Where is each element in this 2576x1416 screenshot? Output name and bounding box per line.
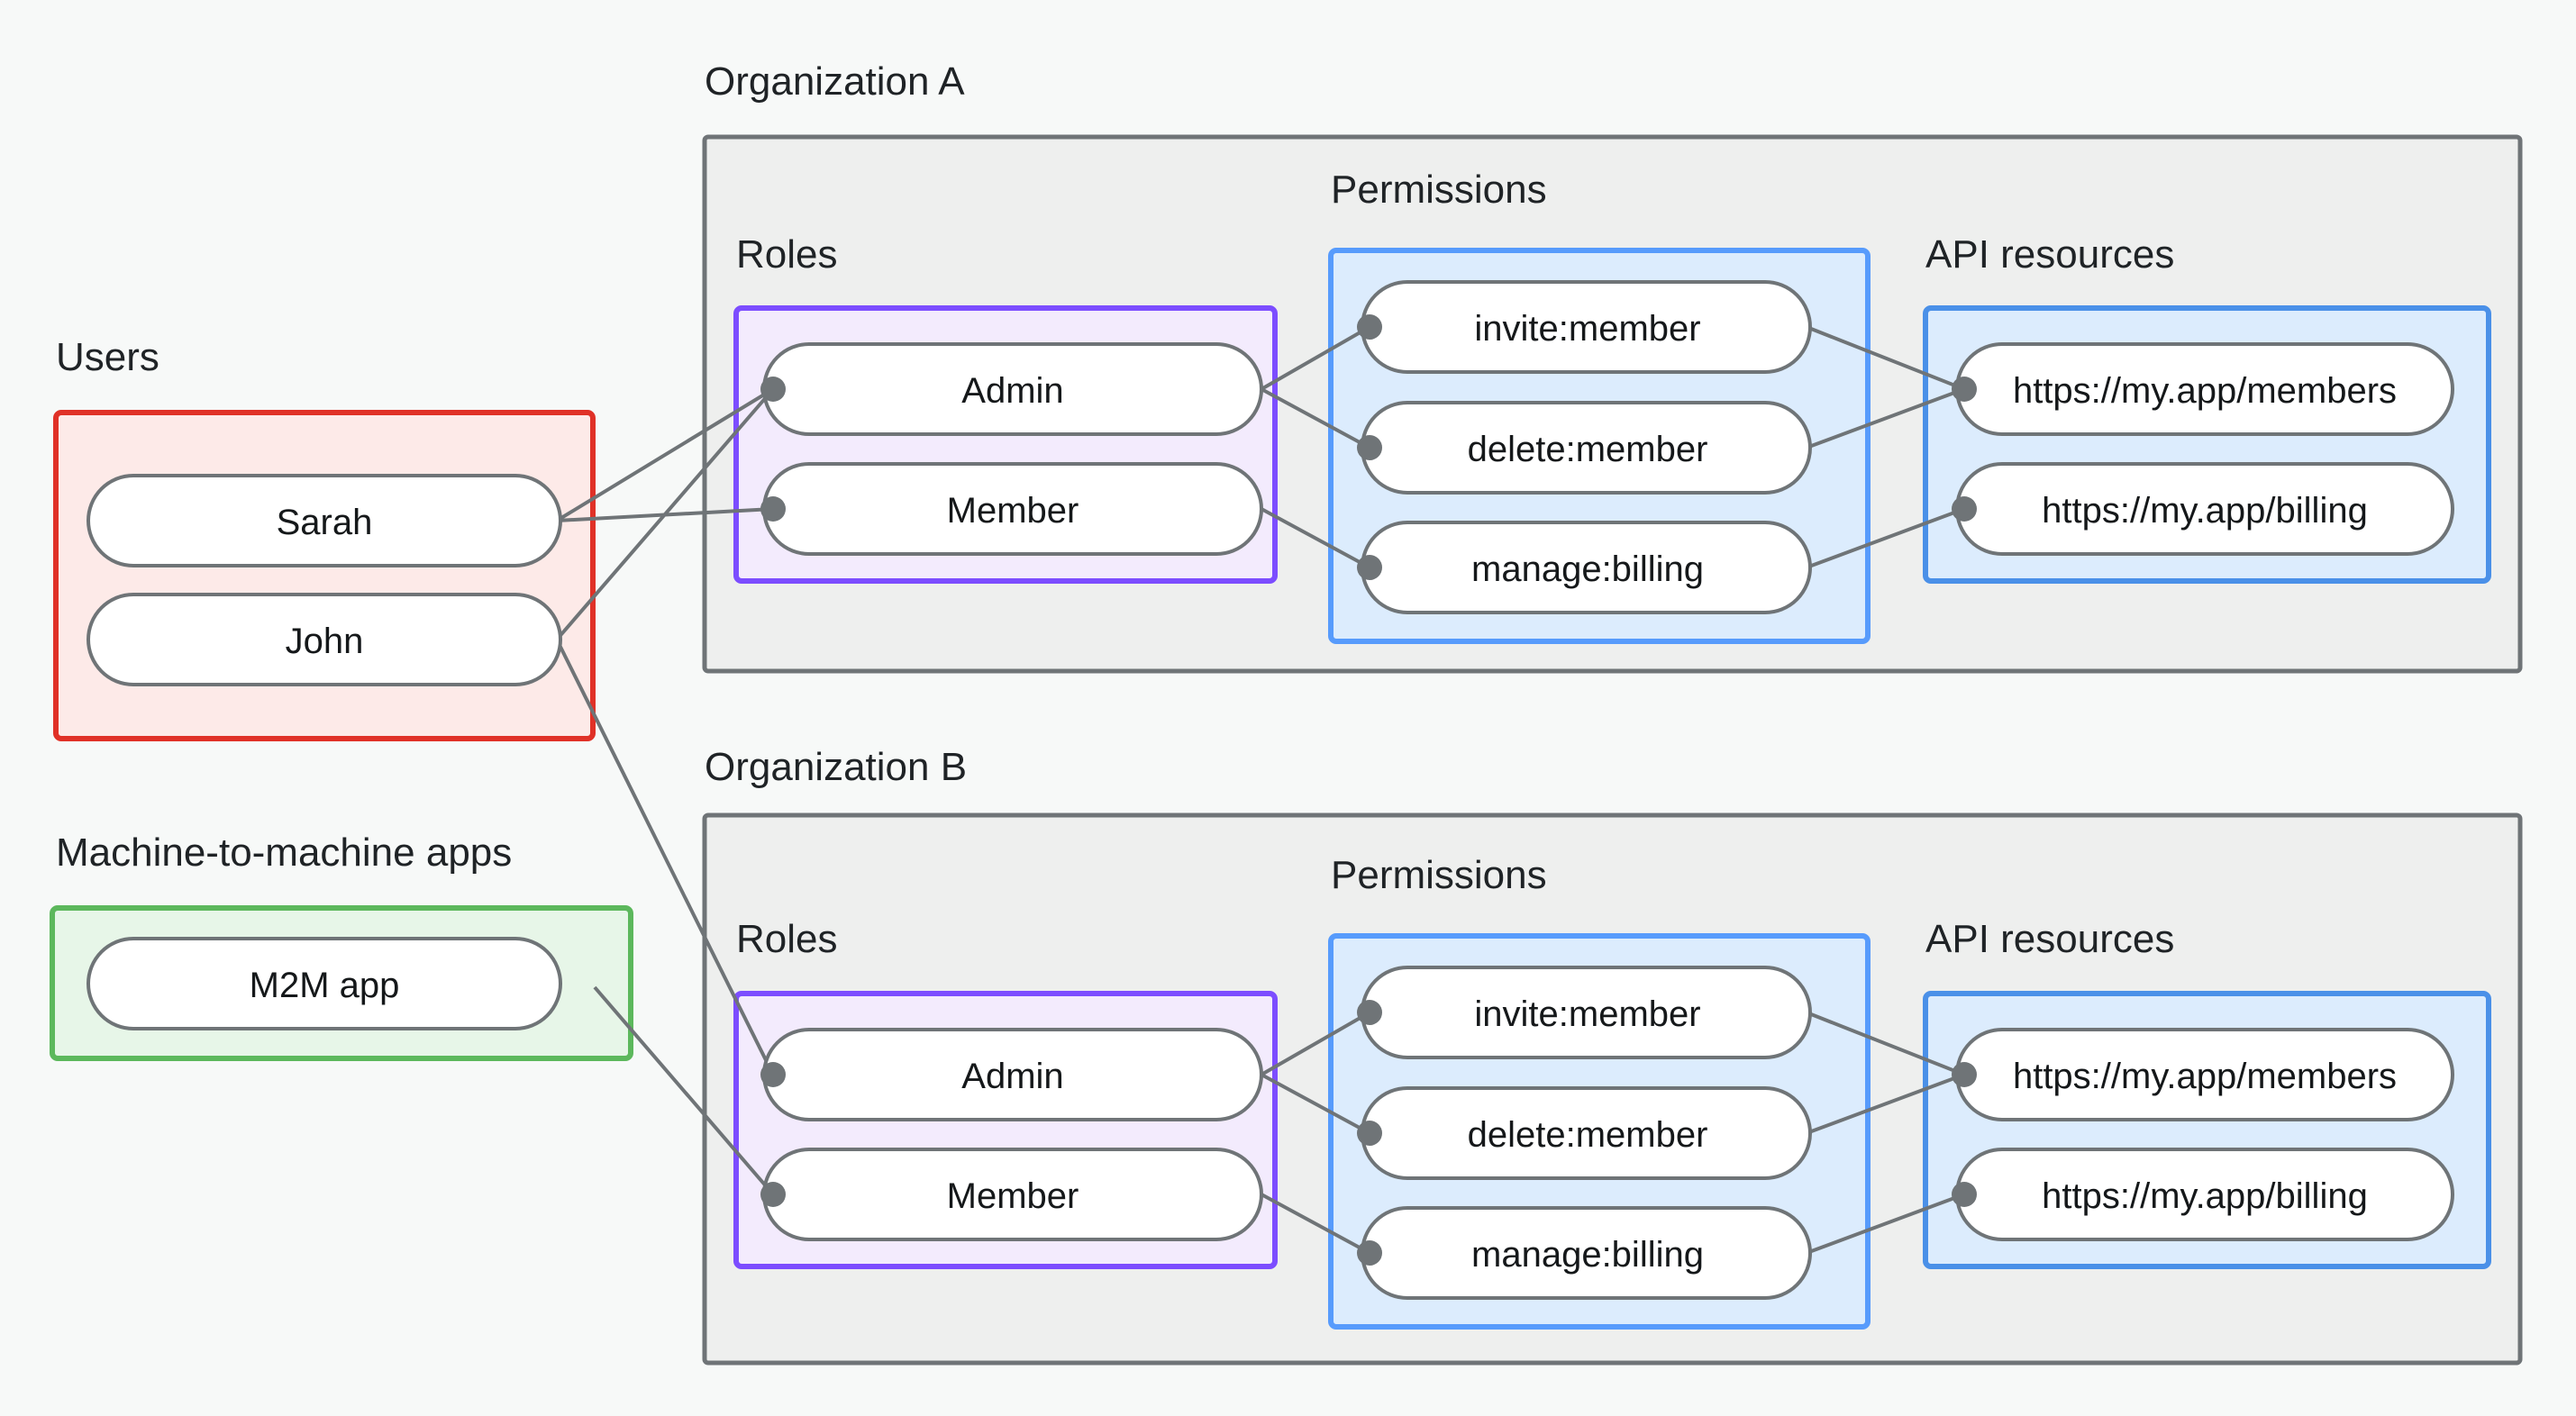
org-a-api-billing-endpoint-label: https://my.app/billing xyxy=(2042,491,2368,531)
org-a-permission-manage-billing-label: manage:billing xyxy=(1471,549,1704,589)
edge-a-admin-delete xyxy=(1261,387,1370,449)
m2m-node-app[interactable]: M2M app xyxy=(86,937,562,1030)
port-org-a-delete-in xyxy=(1357,435,1382,460)
edge-b-admin-invite xyxy=(1261,1011,1370,1076)
edge-b-member-manage xyxy=(1261,1193,1370,1255)
edge-b-invite-members xyxy=(1806,1011,1965,1076)
user-node-john-label: John xyxy=(286,622,364,661)
org-b-role-admin[interactable]: Admin xyxy=(762,1028,1263,1121)
edge-a-delete-members xyxy=(1806,387,1965,449)
m2m-node-app-shape[interactable] xyxy=(86,937,562,1030)
org-a-permission-invite-member-label: invite:member xyxy=(1474,309,1700,349)
port-org-b-invite-in xyxy=(1357,1000,1382,1025)
org-a-permissions-label: Permissions xyxy=(1331,168,1547,212)
edge-john-admin-b xyxy=(555,639,775,1076)
port-org-a-admin-in xyxy=(760,377,786,402)
org-a-role-admin-label: Admin xyxy=(961,371,1063,411)
edge-a-invite-members xyxy=(1806,325,1965,391)
org-b-role-member[interactable]: Member xyxy=(762,1148,1263,1241)
user-node-sarah-label: Sarah xyxy=(277,503,373,542)
org-b-api-members-endpoint-label: https://my.app/members xyxy=(2013,1057,2397,1096)
port-org-a-member-in xyxy=(760,496,786,522)
edge-layer xyxy=(555,325,1965,1255)
edge-b-manage-billing xyxy=(1806,1193,1965,1255)
port-org-a-invite-in xyxy=(1357,314,1382,340)
port-org-b-admin-in xyxy=(760,1062,786,1087)
port-org-b-member-in xyxy=(760,1182,786,1207)
org-b-permission-manage-billing[interactable]: manage:billing xyxy=(1361,1206,1812,1300)
org-a-api-label: API resources xyxy=(1925,232,2174,277)
port-org-b-delete-in xyxy=(1357,1121,1382,1146)
port-org-a-billing-in xyxy=(1952,496,1977,522)
org-a-roles-label: Roles xyxy=(736,232,838,277)
users-container xyxy=(53,410,596,741)
org-a-permission-delete-member[interactable]: delete:member xyxy=(1361,401,1812,495)
org-b-permission-manage-billing-label: manage:billing xyxy=(1471,1235,1704,1275)
edge-m2m-member-b xyxy=(593,985,775,1196)
port-org-a-manage-in xyxy=(1357,555,1382,580)
org-b-role-admin-label: Admin xyxy=(961,1057,1063,1096)
port-layer xyxy=(760,314,1977,1266)
edge-b-delete-members xyxy=(1806,1073,1965,1135)
org-b-permissions-label: Permissions xyxy=(1331,853,1547,897)
org-b-api-label: API resources xyxy=(1925,917,2174,961)
port-org-b-manage-in xyxy=(1357,1240,1382,1266)
org-a-role-admin[interactable]: Admin xyxy=(762,342,1263,436)
org-b-api-billing-endpoint[interactable]: https://my.app/billing xyxy=(1955,1148,2454,1241)
edge-a-admin-invite xyxy=(1261,325,1370,391)
org-a-permission-invite-member[interactable]: invite:member xyxy=(1361,280,1812,374)
org-a-role-member[interactable]: Member xyxy=(762,462,1263,556)
org-a-api-members-endpoint[interactable]: https://my.app/members xyxy=(1955,342,2454,436)
org-b-permission-delete-member[interactable]: delete:member xyxy=(1361,1086,1812,1180)
user-node-sarah[interactable]: Sarah xyxy=(86,474,562,567)
edge-b-admin-delete xyxy=(1261,1073,1370,1135)
org-a-permission-delete-member-label: delete:member xyxy=(1468,430,1708,469)
org-a-label: Organization A xyxy=(705,59,965,104)
org-b-permission-delete-member-label: delete:member xyxy=(1468,1115,1708,1155)
edge-sarah-admin-a xyxy=(555,387,775,522)
port-org-a-members-in xyxy=(1952,377,1977,402)
user-node-sarah-shape[interactable] xyxy=(86,474,562,567)
m2m-node-app-label: M2M app xyxy=(250,966,400,1005)
org-a-permission-manage-billing[interactable]: manage:billing xyxy=(1361,521,1812,614)
port-org-b-billing-in xyxy=(1952,1182,1977,1207)
org-b-permission-invite-member[interactable]: invite:member xyxy=(1361,966,1812,1059)
edge-a-manage-billing xyxy=(1806,507,1965,569)
org-b-role-member-label: Member xyxy=(947,1176,1079,1216)
org-a-api-members-endpoint-label: https://my.app/members xyxy=(2013,371,2397,411)
user-node-john[interactable]: John xyxy=(86,593,562,686)
org-b-api-members-endpoint[interactable]: https://my.app/members xyxy=(1955,1028,2454,1121)
m2m-group-label: Machine-to-machine apps xyxy=(56,831,512,875)
org-b-permission-invite-member-label: invite:member xyxy=(1474,994,1700,1034)
org-b-api-billing-endpoint-label: https://my.app/billing xyxy=(2042,1176,2368,1216)
org-b-label: Organization B xyxy=(705,745,967,789)
edge-a-member-manage xyxy=(1261,507,1370,569)
org-b-roles-label: Roles xyxy=(736,917,838,961)
org-a-api-billing-endpoint[interactable]: https://my.app/billing xyxy=(1955,462,2454,556)
user-node-john-shape[interactable] xyxy=(86,593,562,686)
port-org-b-members-in xyxy=(1952,1062,1977,1087)
edge-john-admin-a xyxy=(555,387,775,641)
org-a-role-member-label: Member xyxy=(947,491,1079,531)
users-group-label: Users xyxy=(56,335,159,379)
